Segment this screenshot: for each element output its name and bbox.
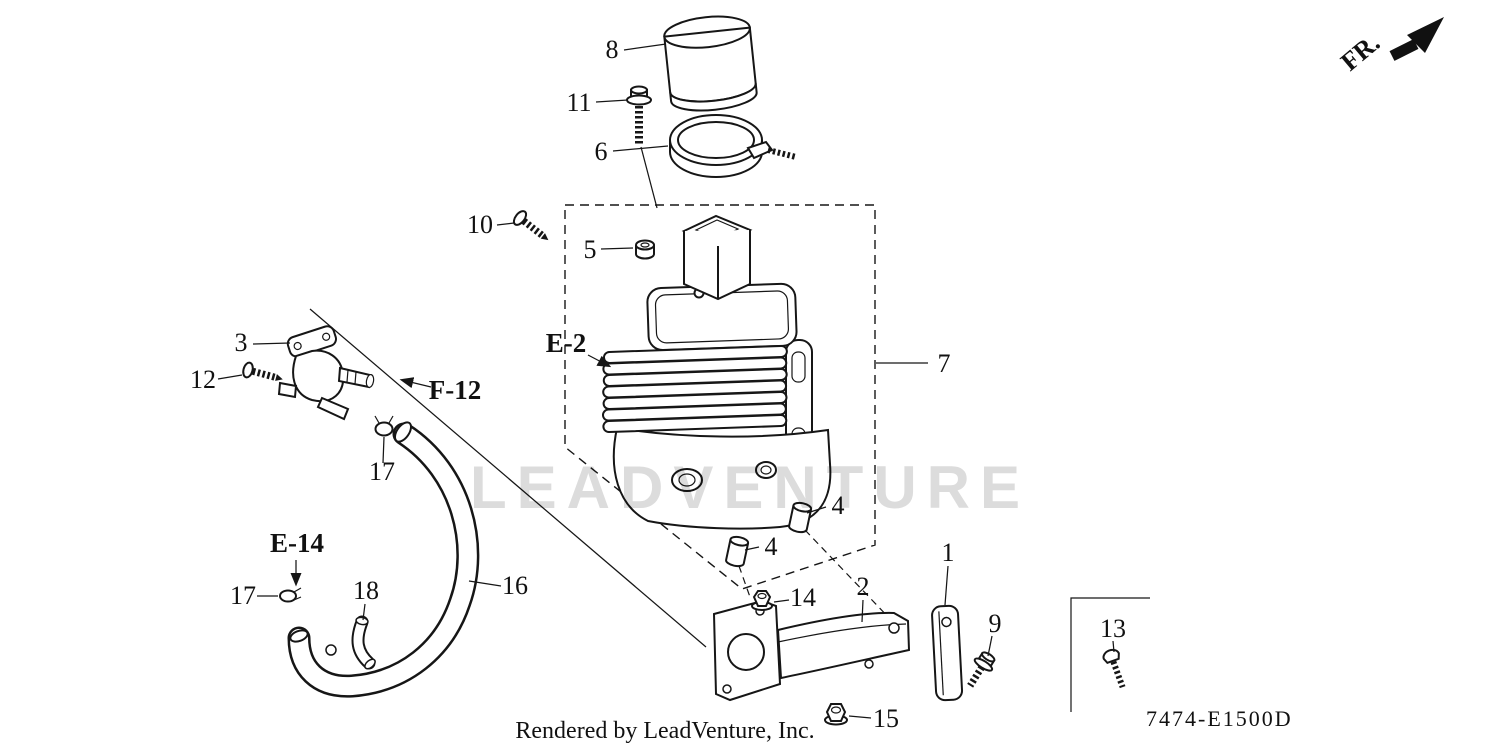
- diagram-code: 7474-E1500D: [1146, 706, 1293, 731]
- part-5-nut: [635, 239, 655, 260]
- part-17-clip-lower: [279, 587, 302, 603]
- callout-7: 7: [938, 349, 951, 378]
- part-6-band-clamp: [669, 114, 797, 178]
- part-14-nut: [751, 590, 773, 611]
- leader-line: [496, 222, 515, 226]
- callout-9: 9: [989, 609, 1002, 638]
- callout-17: 17: [230, 581, 256, 610]
- callout-4: 4: [765, 532, 778, 561]
- part-11-flange-bolt: [626, 85, 652, 144]
- leader-line: [806, 506, 827, 514]
- callout-8: 8: [606, 35, 619, 64]
- leader-line: [468, 580, 502, 587]
- part-17-clip-upper: [374, 415, 394, 437]
- leader-line: [744, 546, 760, 551]
- part-4-collar-lower: [725, 535, 750, 568]
- callout-18: 18: [353, 576, 379, 605]
- part-9-flange-bolt: [967, 651, 996, 688]
- leader-line: [773, 599, 790, 603]
- collar-alignment-dash: [804, 529, 894, 623]
- leader-line: [362, 603, 366, 621]
- part-2-bracket: [712, 599, 911, 702]
- callout-15: 15: [873, 704, 899, 733]
- fr-label: FR.: [1335, 28, 1385, 77]
- part-4-collar-upper: [788, 501, 813, 534]
- leader-line: [217, 374, 243, 380]
- collar-alignment-dash: [738, 565, 751, 598]
- leader-line: [600, 247, 634, 250]
- leader-line: [595, 99, 629, 103]
- callout-3: 3: [235, 328, 248, 357]
- part-1-plate: [931, 604, 964, 702]
- footer-credit: Rendered by LeadVenture, Inc.: [515, 718, 814, 744]
- callout-16: 16: [502, 571, 528, 600]
- corner-reference-line: [1070, 597, 1150, 712]
- f12-arrow: [399, 377, 432, 389]
- watermark: LEADVENTURE: [470, 454, 1030, 521]
- ref-label-e2: E-2: [546, 328, 587, 358]
- callout-17: 17: [369, 457, 395, 486]
- leader-line: [252, 342, 291, 345]
- leader-line: [987, 635, 993, 657]
- part-10-screw: [512, 210, 549, 241]
- callout-5: 5: [584, 235, 597, 264]
- callout-4: 4: [832, 491, 845, 520]
- part-16-tube: [287, 421, 480, 698]
- leader-line: [382, 436, 385, 464]
- callout-2: 2: [857, 572, 870, 601]
- leader-line: [623, 43, 667, 51]
- fr-direction-indicator: FR.: [1335, 17, 1444, 77]
- part-18-tube: [351, 615, 376, 670]
- leader-line: [1112, 640, 1115, 653]
- leader-line: [861, 599, 864, 623]
- leader-line: [612, 145, 669, 152]
- part-12-screw: [242, 361, 283, 381]
- ref-label-e14: E-14: [270, 528, 324, 558]
- part-15-nut: [824, 703, 848, 726]
- part-13-screw: [1102, 648, 1126, 689]
- dashed-enclosure: [564, 204, 876, 590]
- leader-line: [848, 715, 872, 719]
- ref-label-f12: F-12: [429, 375, 481, 405]
- callout-13: 13: [1100, 614, 1126, 643]
- callout-14: 14: [790, 583, 816, 612]
- callout-1: 1: [942, 538, 955, 567]
- callout-10: 10: [467, 210, 493, 239]
- e2-arrow: [587, 354, 612, 368]
- callout-12: 12: [190, 365, 216, 394]
- part-8-filter-element: [663, 15, 758, 112]
- assembly-axis-line: [640, 146, 658, 209]
- callout-6: 6: [595, 137, 608, 166]
- part-3-fuel-valve: [277, 325, 375, 421]
- part-7-air-cleaner-case: [601, 214, 832, 530]
- callout-11: 11: [566, 88, 591, 117]
- f12-reference-line: [309, 308, 707, 648]
- leader-line: [944, 565, 949, 606]
